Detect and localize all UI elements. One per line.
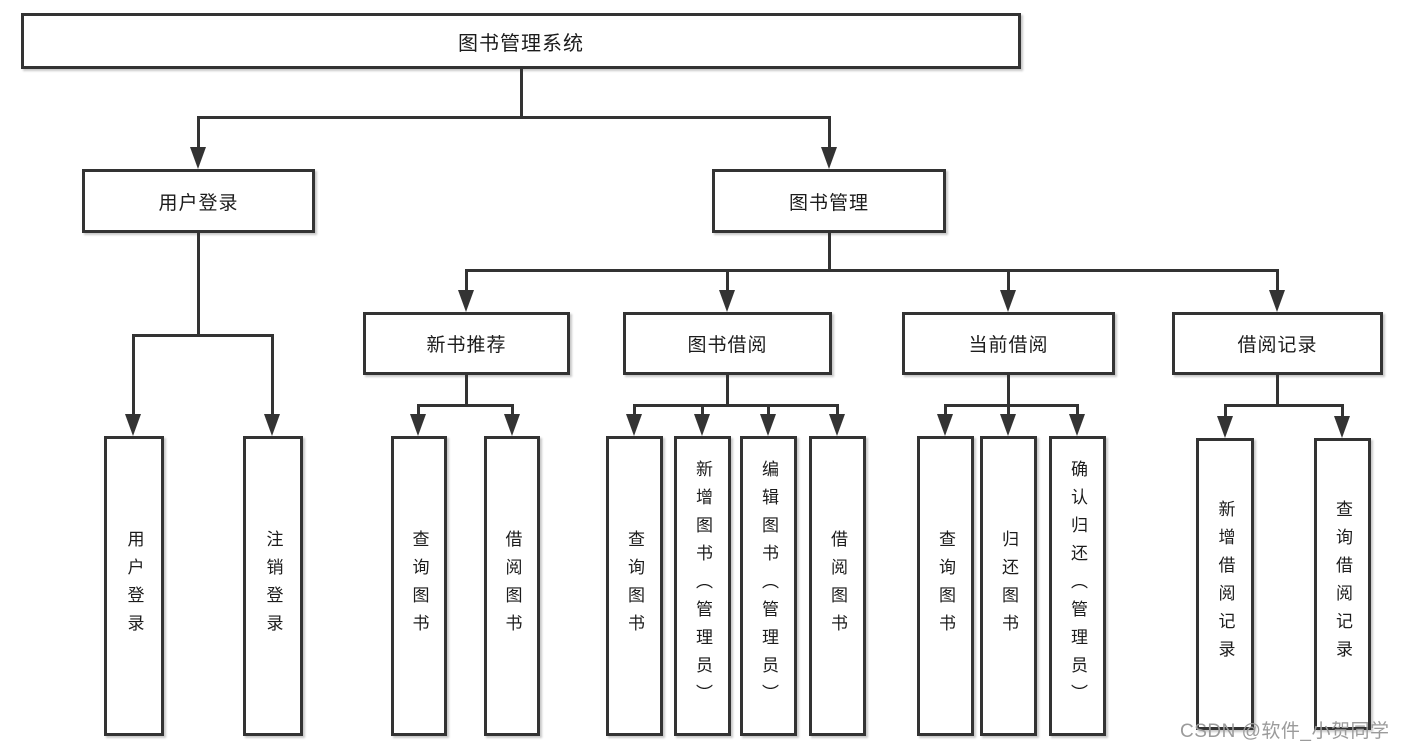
node-label: 图书管理系统 [458,32,584,55]
arrowhead-leaf-logout [264,414,280,436]
node-label: 查询图书 [409,530,429,642]
arrowhead-br-query [1334,416,1350,438]
node-current-borrowing: 当前借阅 [902,312,1115,375]
connector-root-drop [520,69,523,118]
arrowhead-book-borrow [719,290,735,312]
node-label: 查询图书 [936,530,955,642]
connector-records-crossbar [1224,404,1344,407]
node-label: 借阅图书 [502,530,522,642]
arrowhead-cb-confirm [1069,414,1085,436]
leaf-records-add-record: 新增借阅记录 [1196,438,1254,730]
arrowhead-nb-borrow [504,414,520,436]
node-label: 查询图书 [625,530,644,642]
connector-currentborrow-crossbar [944,404,1079,407]
connector-stub-current-borrow [1007,271,1010,291]
connector-stub-cb-return [1007,406,1010,416]
csdn-watermark: CSDN @软件_小贺同学 [1180,721,1390,742]
connector-bookborrow-drop [726,375,729,406]
arrowhead-cb-return [1000,414,1016,436]
connector-userlogin-drop [197,233,200,337]
arrowhead-bb-add [694,414,710,436]
connector-bookborrow-crossbar [633,404,839,407]
node-label: 编辑图书（管理员） [759,460,778,712]
connector-stub-bb-borrow [836,406,839,416]
node-label: 用户登录 [158,192,239,214]
connector-stub-new-book [465,271,468,291]
connector-stub-bb-add [701,406,704,416]
leaf-records-query-record: 查询借阅记录 [1314,438,1371,730]
connector-bookmgmt-crossbar [465,269,1279,272]
node-user-login: 用户登录 [82,169,315,233]
node-label: 新书推荐 [426,335,507,356]
arrowhead-bb-edit [760,414,776,436]
connector-bookmgmt-drop [828,233,831,272]
leaf-borrow-borrow-books: 借阅图书 [809,436,866,736]
arrowhead-bb-borrow [829,414,845,436]
node-label: 图书借阅 [687,335,768,356]
connector-stub-nb-borrow [511,406,514,416]
connector-stub-bb-edit [767,406,770,416]
arrowhead-user-login [190,147,206,169]
arrowhead-nb-query [410,414,426,436]
connector-stub-book-borrow [726,271,729,291]
node-label: 注销登录 [263,530,283,642]
connector-stub-leaf-user-login [132,336,135,416]
connector-stub-book-mgmt [828,118,831,148]
arrowhead-book-mgmt [821,147,837,169]
leaf-borrow-query-books: 查询图书 [606,436,663,736]
node-label: 确认归还（管理员） [1068,460,1087,712]
node-label: 当前借阅 [968,335,1049,356]
connector-currentborrow-drop [1007,375,1010,406]
node-library-management-system: 图书管理系统 [21,13,1021,69]
connector-stub-leaf-logout [271,336,274,416]
connector-userlogin-crossbar [132,334,274,337]
node-label: 查询借阅记录 [1333,500,1352,668]
connector-stub-user-login [197,118,200,148]
node-label: 归还图书 [999,530,1018,642]
arrowhead-new-book [458,290,474,312]
node-borrowing-records: 借阅记录 [1172,312,1383,375]
node-label: 新增借阅记录 [1215,500,1235,668]
connector-root-crossbar [197,116,831,119]
connector-stub-br-add [1224,406,1227,417]
leaf-newbook-query-books: 查询图书 [391,436,447,736]
connector-stub-bb-query [633,406,636,416]
connector-stub-borrow-records [1276,271,1279,291]
leaf-borrow-add-books-admin: 新增图书（管理员） [674,436,731,736]
connector-stub-cb-confirm [1076,406,1079,416]
arrowhead-cb-query [937,414,953,436]
arrowhead-current-borrow [1000,290,1016,312]
connector-newbook-drop [465,375,468,406]
leaf-user-login: 用户登录 [104,436,164,736]
node-label: 借阅图书 [828,530,847,642]
connector-stub-cb-query [944,406,947,416]
node-book-borrowing: 图书借阅 [623,312,832,375]
leaf-current-confirm-return-admin: 确认归还（管理员） [1049,436,1106,736]
arrowhead-leaf-user-login [125,414,141,436]
arrowhead-bb-query [626,414,642,436]
leaf-newbook-borrow-books: 借阅图书 [484,436,540,736]
connector-stub-nb-query [417,406,420,416]
arrowhead-br-add [1217,416,1233,438]
node-book-management: 图书管理 [712,169,946,233]
node-label: 借阅记录 [1237,335,1318,356]
leaf-logout: 注销登录 [243,436,303,736]
node-new-book-recommend: 新书推荐 [363,312,570,375]
leaf-current-query-books: 查询图书 [917,436,974,736]
arrowhead-borrow-records [1269,290,1285,312]
leaf-current-return-books: 归还图书 [980,436,1037,736]
node-label: 新增图书（管理员） [693,460,712,712]
connector-stub-br-query [1341,406,1344,417]
node-label: 图书管理 [788,192,869,214]
connector-records-drop [1276,375,1279,406]
leaf-borrow-edit-books-admin: 编辑图书（管理员） [740,436,797,736]
node-label: 用户登录 [124,530,144,642]
connector-newbook-crossbar [417,404,514,407]
